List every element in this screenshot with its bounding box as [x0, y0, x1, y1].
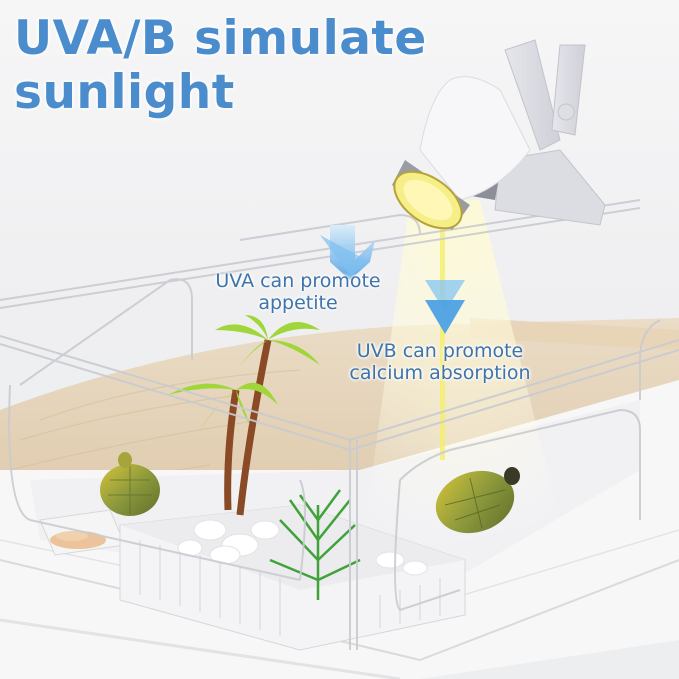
uvb-callout-line-2: calcium absorption	[349, 362, 531, 384]
uva-callout: UVA can promote appetite	[208, 270, 388, 314]
headline-line-2: sunlight	[14, 65, 235, 120]
palm-trees	[168, 315, 320, 516]
uva-callout-line-1: UVA can promote	[215, 270, 381, 292]
uvb-callout-line-1: UVB can promote	[356, 340, 524, 362]
uvb-arrow-graphic	[425, 280, 465, 334]
uvb-callout: UVB can promote calcium absorption	[335, 340, 545, 384]
fern-plant	[269, 489, 361, 600]
double-chevron-down-icon	[425, 280, 465, 334]
turtle-right	[435, 467, 520, 534]
headline-line-1: UVA/B simulate	[14, 11, 427, 66]
clamp-lamp	[392, 39, 606, 230]
turtle-left	[100, 452, 160, 516]
uva-arrow-graphic	[320, 225, 375, 280]
acrylic-enclosure	[0, 199, 679, 650]
headline: UVA/B simulate sunlight	[14, 12, 427, 120]
uva-callout-line-2: appetite	[258, 292, 338, 314]
